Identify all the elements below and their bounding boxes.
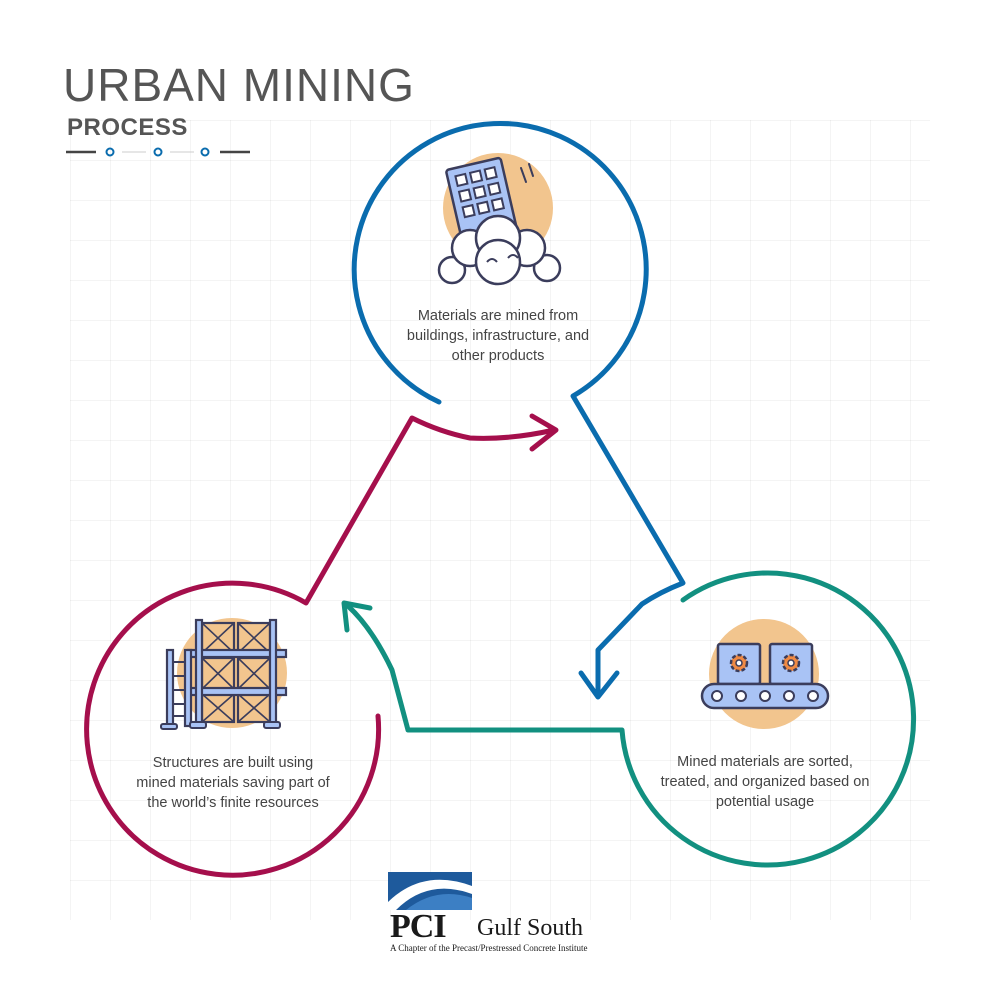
title-divider: [66, 147, 250, 157]
step-2-ring: [345, 570, 917, 868]
page-subtitle: PROCESS: [67, 114, 188, 141]
pci-logo-mark: [388, 872, 472, 910]
arrow-head-teal: [341, 600, 373, 633]
step-3-description: Structures are built using mined materia…: [136, 755, 330, 811]
arrow-head-blue: [578, 670, 620, 700]
step-1-description: Materials are mined from buildings, infr…: [406, 308, 590, 364]
step-1-ring: [351, 120, 686, 696]
conveyor-belt-icon: [700, 619, 830, 729]
building-demolition-icon: [437, 153, 562, 286]
page-title: URBAN MINING: [63, 59, 415, 111]
logo-tagline: A Chapter of the Precast/Prestressed Con…: [390, 943, 588, 953]
logo-region-text: Gulf South: [477, 915, 584, 941]
step-3-ring: [84, 415, 557, 878]
warehouse-rack-icon: [160, 618, 288, 730]
arrow-head-crimson: [529, 413, 559, 452]
step-2-description: Mined materials are sorted, treated, and…: [660, 754, 870, 810]
logo-pci-text: PCI: [390, 908, 447, 945]
